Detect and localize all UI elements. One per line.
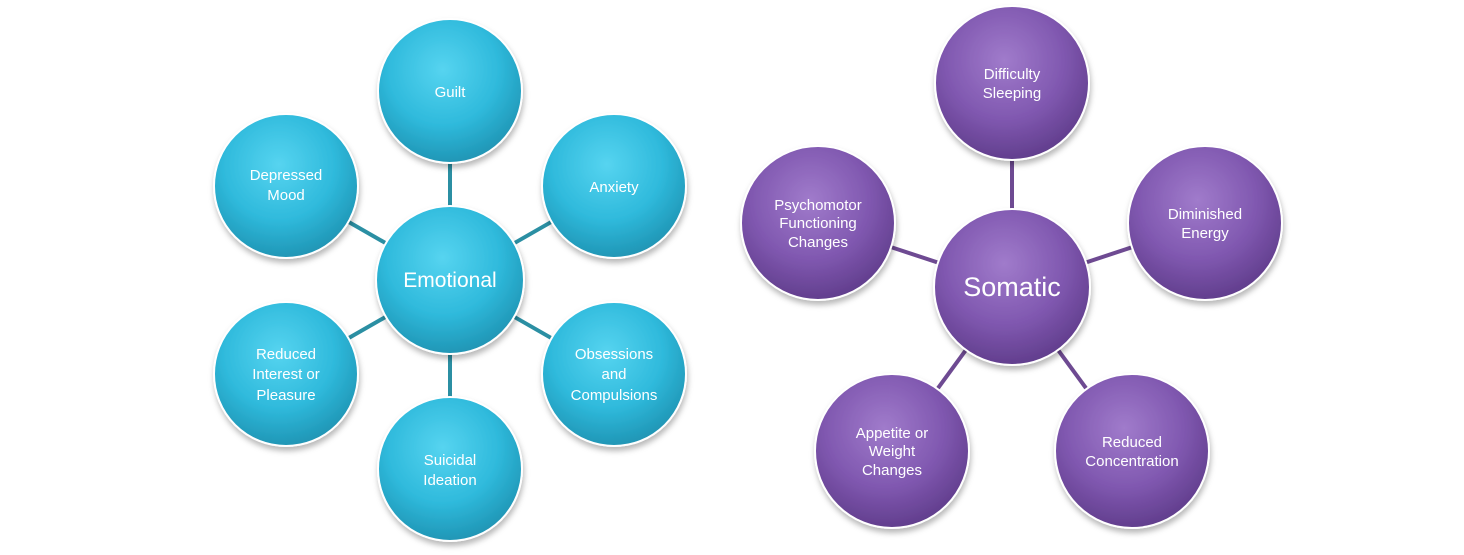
node-psychomotor-line-1: Psychomotor [774, 197, 862, 214]
node-reduced-concentration-line-1: Reduced [1102, 434, 1162, 451]
node-obsessions-line-2: and [601, 366, 626, 383]
node-depressed-mood-line-2: Mood [267, 187, 305, 204]
node-diminished-energy: Diminished Energy [1127, 145, 1283, 301]
node-difficulty-sleeping: Difficulty Sleeping [934, 5, 1090, 161]
node-depressed-mood-line-1: Depressed [250, 167, 323, 184]
node-diminished-energy-line-2: Energy [1181, 225, 1229, 242]
hub-emotional: Emotional [375, 205, 525, 355]
node-diminished-energy-line-1: Diminished [1168, 206, 1242, 223]
node-anxiety: Anxiety [541, 113, 687, 259]
node-suicidal-line-2: Ideation [423, 472, 476, 489]
node-anxiety-label: Anxiety [589, 179, 639, 196]
node-difficulty-sleeping-line-1: Difficulty [984, 66, 1041, 83]
somatic-cluster: Difficulty Sleeping Diminished Energy Re… [740, 5, 1283, 529]
node-appetite-line-3: Changes [862, 462, 922, 479]
node-suicidal-line-1: Suicidal [424, 452, 477, 469]
hub-somatic-label: Somatic [963, 272, 1061, 302]
node-reduced-concentration: Reduced Concentration [1054, 373, 1210, 529]
node-appetite-line-2: Weight [869, 443, 916, 460]
node-suicidal-ideation: Suicidal Ideation [377, 396, 523, 542]
node-reduced-interest-or-pleasure: Reduced Interest or Pleasure [213, 301, 359, 447]
hub-emotional-label: Emotional [403, 269, 496, 292]
node-difficulty-sleeping-line-2: Sleeping [983, 85, 1041, 102]
node-psychomotor-line-2: Functioning [779, 215, 857, 232]
emotional-cluster: Guilt Anxiety Obsessions and Compulsions… [213, 18, 687, 542]
node-obsessions-and-compulsions: Obsessions and Compulsions [541, 301, 687, 447]
node-reduced-concentration-line-2: Concentration [1085, 453, 1178, 470]
node-reduced-interest-line-1: Reduced [256, 346, 316, 363]
node-reduced-interest-line-2: Interest or [252, 366, 320, 383]
node-appetite-or-weight-changes: Appetite or Weight Changes [814, 373, 970, 529]
node-depressed-mood: Depressed Mood [213, 113, 359, 259]
node-psychomotor-line-3: Changes [788, 234, 848, 251]
node-reduced-interest-line-3: Pleasure [256, 387, 315, 404]
node-guilt: Guilt [377, 18, 523, 164]
node-psychomotor-functioning-changes: Psychomotor Functioning Changes [740, 145, 896, 301]
node-obsessions-line-3: Compulsions [571, 387, 658, 404]
hub-somatic: Somatic [933, 208, 1091, 366]
node-appetite-line-1: Appetite or [856, 425, 929, 442]
node-obsessions-line-1: Obsessions [575, 346, 653, 363]
node-guilt-label: Guilt [435, 84, 467, 101]
